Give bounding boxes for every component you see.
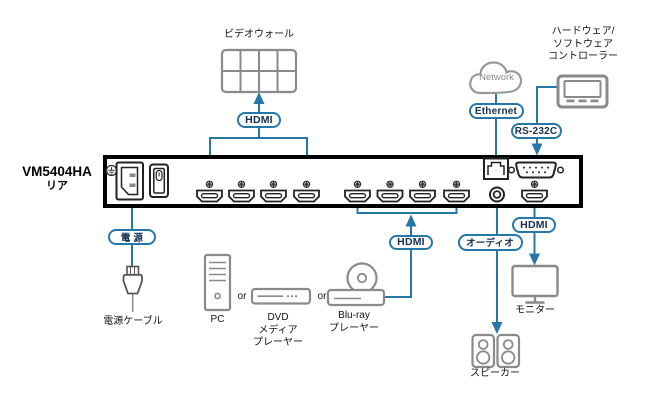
bluray-label-line2: プレーヤー (329, 322, 379, 334)
controller-icon (556, 74, 609, 109)
controller-label-line3: コントローラー (548, 51, 618, 63)
ac-inlet-icon (115, 161, 144, 201)
arrow-down-monitor (529, 253, 540, 266)
rs232c-pill: RS-232C (510, 123, 562, 139)
dvd-label-line1: DVD (267, 312, 289, 323)
speakers-label: スピーカー (470, 368, 520, 379)
monitor-icon (511, 264, 559, 304)
power-pill: 電 源 (108, 229, 156, 245)
video-wall-icon (220, 48, 298, 94)
dvd-label-line2: メディア (258, 324, 298, 336)
dvd-label-line3: プレーヤー (253, 337, 303, 349)
device-model: VM5404HA (22, 164, 92, 179)
pc-label: PC (210, 314, 225, 325)
controller-label: ハードウェア/ ソフトウェア コントローラー (538, 26, 628, 64)
or-label-1: or (237, 291, 247, 302)
db9-serial-port-icon (507, 161, 565, 179)
arrow-down-speakers (491, 322, 503, 334)
hdmi-input-pill: HDMI (389, 234, 433, 250)
controller-label-line1: ハードウェア/ (551, 26, 615, 37)
monitor-label: モニター (515, 305, 555, 316)
ethernet-pill: Ethernet (468, 103, 524, 119)
audio-pill: オーディオ (457, 234, 523, 251)
bluray-player-icon (326, 262, 386, 307)
device-view: リア (46, 180, 68, 192)
bluray-label-line1: Blu-ray (338, 310, 370, 321)
or-label-2: or (317, 291, 327, 302)
arrow-up-video-wall (253, 92, 265, 104)
arrow-up-input-bracket (405, 214, 417, 227)
hdmi-input-bracket-wire (356, 206, 458, 214)
hdmi-output-bracket-wire (209, 137, 308, 157)
hdmi-monitor-pill: HDMI (512, 217, 556, 233)
rear-panel (103, 155, 583, 208)
power-plug-icon (122, 265, 143, 312)
power-cable-label: 電源ケーブル (103, 316, 163, 327)
hdmi-output-pill: HDMI (237, 111, 281, 128)
network-label: Network (479, 72, 514, 83)
bluray-player-label: Blu-ray プレーヤー (320, 310, 388, 335)
video-wall-label: ビデオウォール (224, 29, 294, 40)
speakers-icon (471, 333, 521, 369)
dvd-player-icon (250, 287, 312, 305)
controller-label-line2: ソフトウェア (553, 38, 613, 50)
audio-jack-icon (489, 186, 505, 203)
power-switch-icon (149, 163, 169, 198)
ethernet-port-icon (483, 157, 509, 180)
device-title: VM5404HA リア (12, 164, 102, 193)
dvd-player-label: DVD メディア プレーヤー (245, 312, 311, 350)
network-cloud-icon (469, 61, 523, 95)
pc-icon (203, 253, 232, 312)
arrow-down-rs232c (531, 143, 543, 156)
